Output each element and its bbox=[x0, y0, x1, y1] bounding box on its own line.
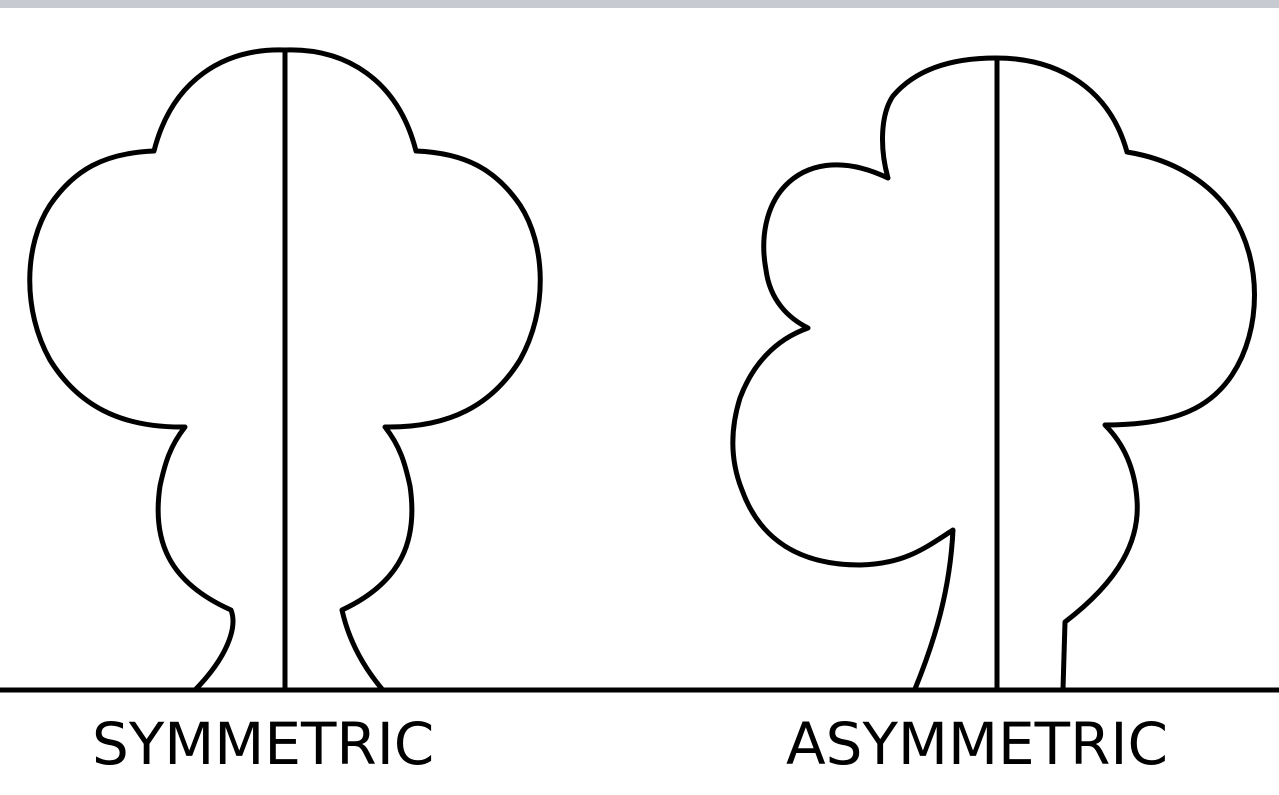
asymmetric-tree-outline bbox=[730, 55, 1257, 692]
symmetric-label: SYMMETRIC bbox=[92, 710, 435, 778]
symmetric-tree-outline bbox=[27, 47, 543, 692]
top-border bbox=[0, 0, 1279, 8]
asymmetric-label: ASYMMETRIC bbox=[786, 710, 1168, 778]
